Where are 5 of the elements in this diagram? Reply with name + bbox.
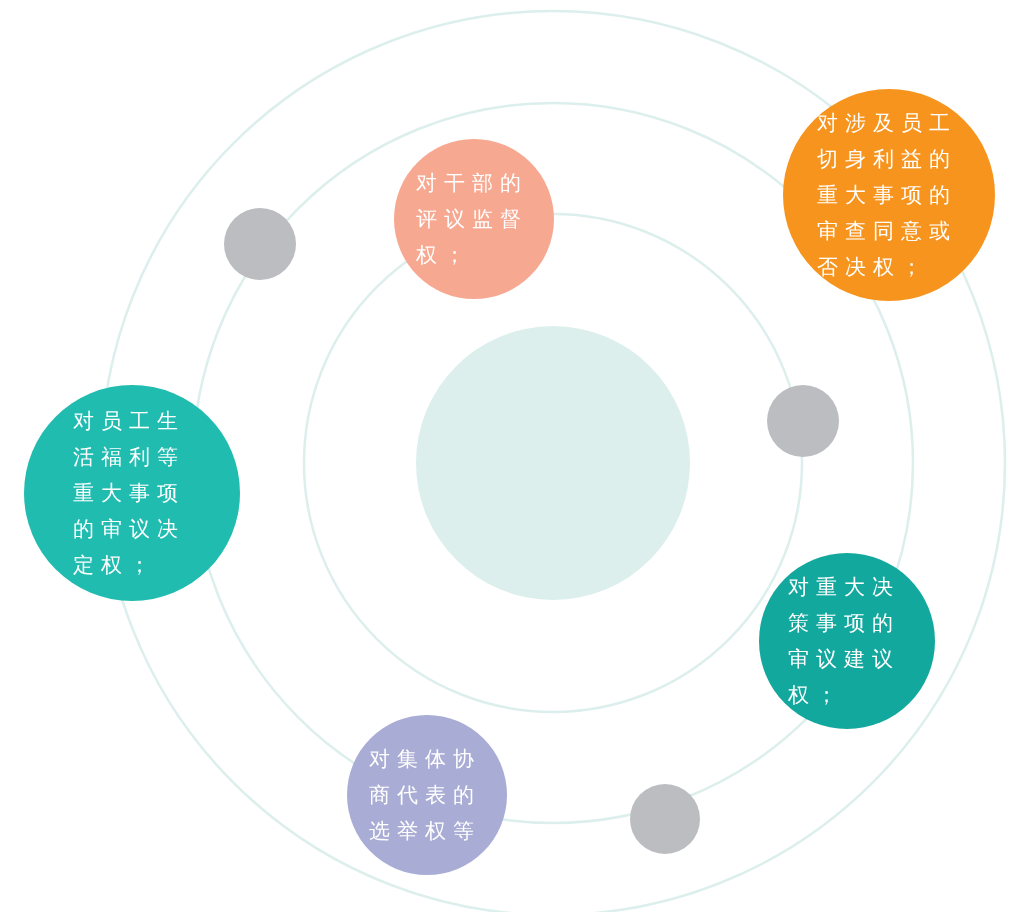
node-text: 对重大决策事项的审议建议权； <box>788 574 901 709</box>
node-text: 对干部的评议监督权； <box>416 170 529 269</box>
node-text: 对员工生活福利等重大事项的审议决定权； <box>73 408 186 579</box>
node-text: 对集体协商代表的选举权等 <box>369 746 482 845</box>
node-text: 对涉及员工切身利益的重大事项的审查同意或否决权； <box>817 110 958 281</box>
